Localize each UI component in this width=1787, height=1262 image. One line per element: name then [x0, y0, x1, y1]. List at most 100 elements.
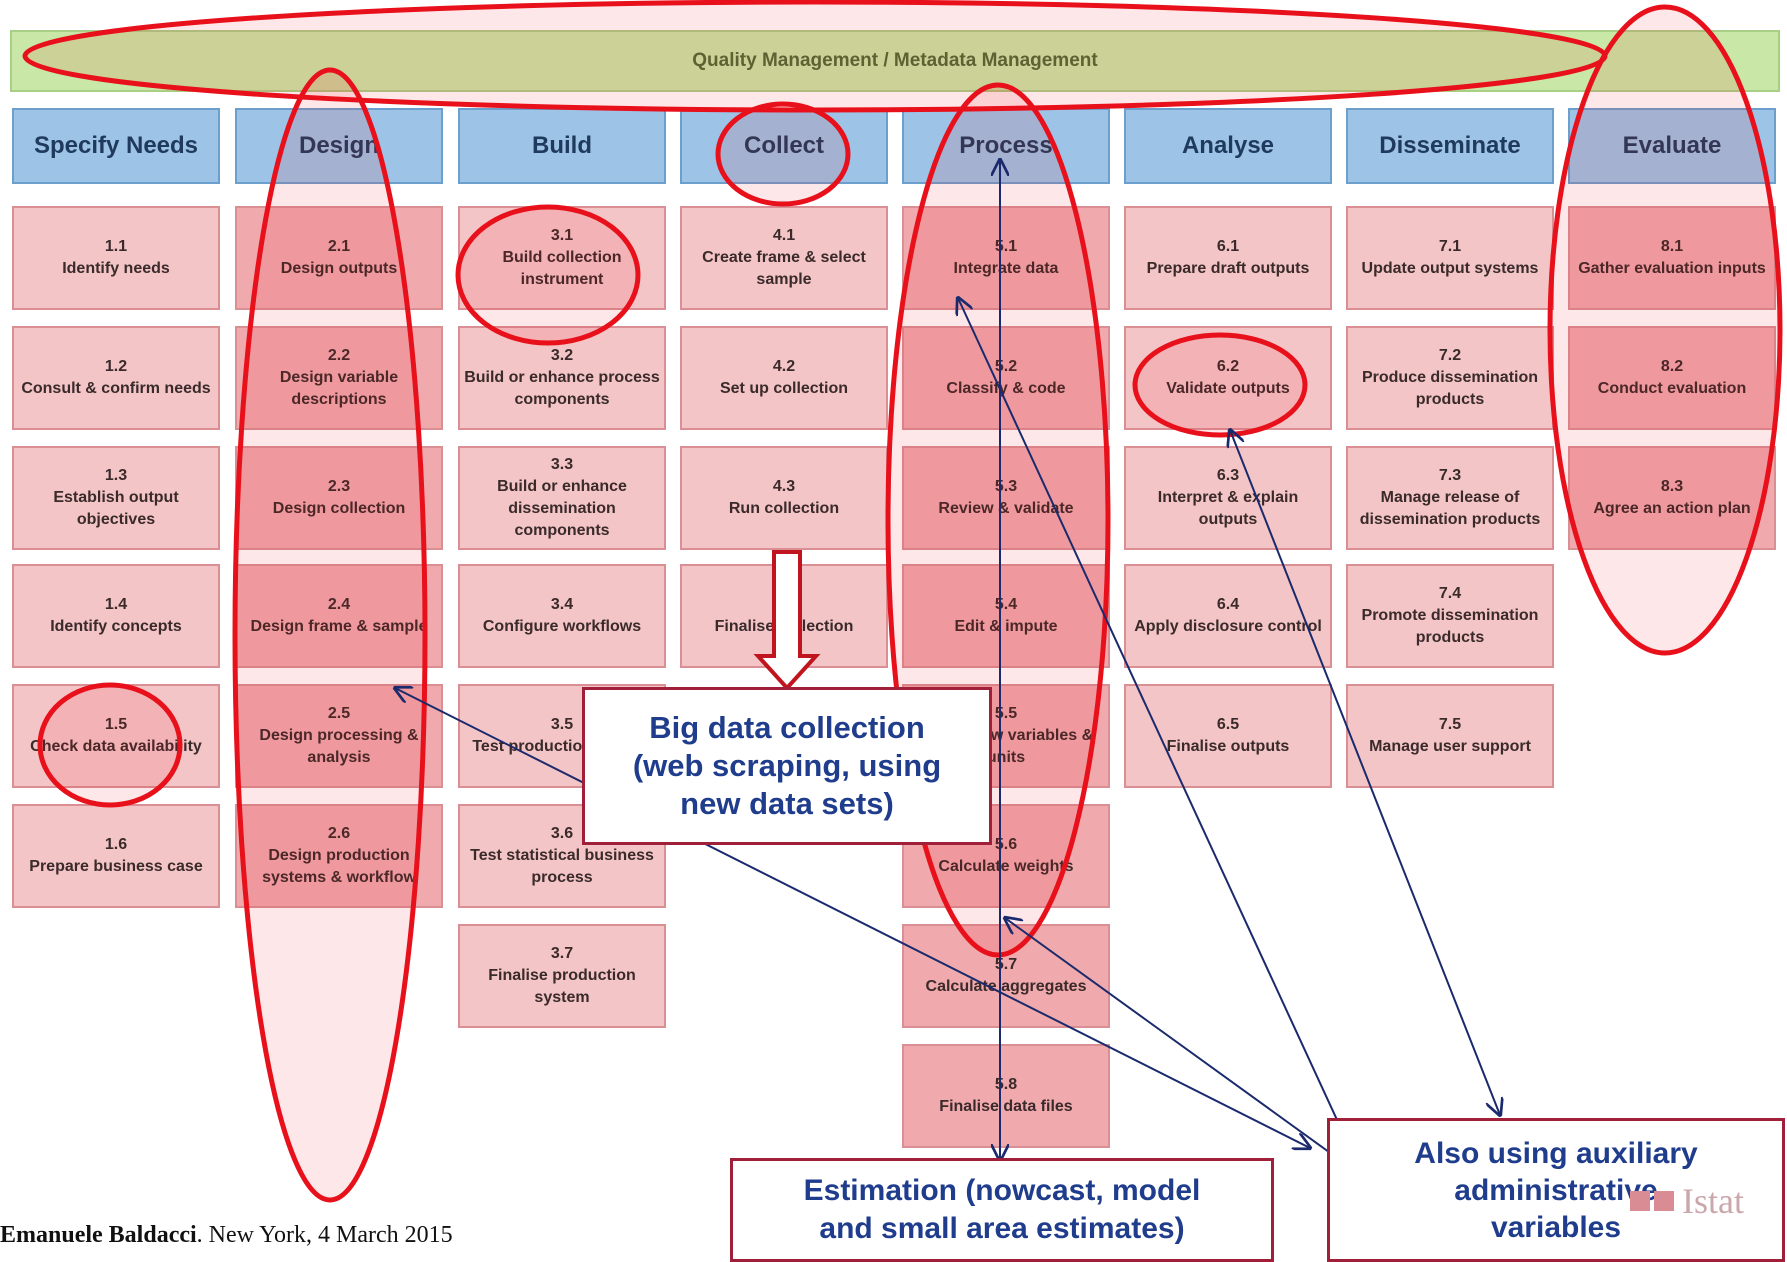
subprocess-label: Design frame & sample — [250, 618, 428, 635]
subprocess-label: Integrate data — [953, 260, 1059, 277]
subprocess-number: 1.4 — [104, 596, 128, 613]
phase-header-5: Analyse — [1124, 108, 1332, 184]
subprocess-number: 2.5 — [327, 705, 351, 722]
subprocess-number: 5.6 — [994, 836, 1018, 853]
subprocess-label: Review & validate — [938, 500, 1074, 517]
subprocess-number: 4.4 — [772, 596, 796, 613]
subprocess-number: 3.4 — [550, 596, 574, 613]
subprocess-number: 3.6 — [550, 825, 574, 842]
big-data-callout-text: Big data collection (web scraping, using… — [632, 710, 942, 821]
subprocess-label: Run collection — [728, 500, 840, 517]
subprocess-number: 1.5 — [104, 716, 128, 733]
subprocess-number: 5.2 — [994, 358, 1018, 375]
subprocess-label: Design production systems & workflow — [262, 847, 416, 886]
subprocess-label: Manage release of dissemination products — [1359, 489, 1541, 528]
subprocess-label: Configure workflows — [482, 618, 642, 635]
subprocess-number: 3.5 — [550, 716, 574, 733]
subprocess-label: Design variable descriptions — [279, 369, 399, 408]
subprocess-number: 2.3 — [327, 478, 351, 495]
subprocess-number: 8.2 — [1660, 358, 1684, 375]
phase-header-4: Process — [902, 108, 1110, 184]
footer-date: . New York, 4 March 2015 — [196, 1222, 453, 1248]
subprocess-label: Build or enhance dissemination component… — [497, 478, 627, 539]
subprocess-number: 7.4 — [1438, 585, 1462, 602]
estimation-callout-text: Estimation (nowcast, model and small are… — [803, 1174, 1201, 1245]
subprocess-number: 6.2 — [1216, 358, 1240, 375]
subprocess-number: 2.4 — [327, 596, 351, 613]
footer-credit: Emanuele Baldacci. New York, 4 March 201… — [0, 1222, 453, 1249]
auxiliary-callout-text: Also using auxiliary administrative vari… — [1414, 1136, 1698, 1244]
subprocess-number: 5.3 — [994, 478, 1018, 495]
subprocess-label: Agree an action plan — [1593, 500, 1751, 517]
subprocess-number: 6.1 — [1216, 238, 1240, 255]
subprocess-number: 3.7 — [550, 945, 574, 962]
subprocess-label: Finalise data files — [939, 1098, 1073, 1115]
subprocess-label: Design collection — [272, 500, 406, 517]
subprocess-label: Calculate weights — [938, 858, 1074, 875]
subprocess-label: Establish output objectives — [53, 489, 179, 528]
phase-header-3: Collect — [680, 108, 888, 184]
subprocess-number: 8.3 — [1660, 478, 1684, 495]
subprocess-label: Manage user support — [1369, 738, 1531, 755]
subprocess-label: Calculate aggregates — [925, 978, 1087, 995]
subprocess-number: 2.6 — [327, 825, 351, 842]
subprocess-number: 5.4 — [994, 596, 1018, 613]
subprocess-number: 1.6 — [104, 836, 128, 853]
subprocess-label: Classify & code — [946, 380, 1066, 397]
subprocess-label: Update output systems — [1361, 260, 1539, 277]
phase-header-1: Design — [235, 108, 443, 184]
subprocess-number: 5.7 — [994, 956, 1018, 973]
subprocess-label: Identify concepts — [50, 618, 182, 635]
phase-header-2: Build — [458, 108, 666, 184]
subprocess-label: Test statistical business process — [470, 847, 654, 886]
subprocess-number: 6.3 — [1216, 467, 1240, 484]
subprocess-number: 2.1 — [327, 238, 351, 255]
phase-header-6: Disseminate — [1346, 108, 1554, 184]
subprocess-label: Set up collection — [719, 380, 848, 397]
subprocess-label: Finalise outputs — [1166, 738, 1290, 755]
subprocess-number: 7.1 — [1438, 238, 1462, 255]
subprocess-label: Build or enhance process components — [464, 369, 660, 408]
subprocess-label: Gather evaluation inputs — [1578, 260, 1766, 277]
subprocess-label: Finalise collection — [714, 618, 854, 635]
subprocess-number: 5.1 — [994, 238, 1018, 255]
subprocess-number: 8.1 — [1660, 238, 1684, 255]
estimation-callout: Estimation (nowcast, model and small are… — [730, 1158, 1274, 1262]
banner-label: Quality Management / Metadata Management — [692, 50, 1098, 71]
subprocess-label: Apply disclosure control — [1134, 618, 1322, 635]
phase-header-7: Evaluate — [1568, 108, 1776, 184]
subprocess-number: 4.1 — [772, 227, 796, 244]
subprocess-label: Check data availability — [30, 738, 202, 755]
subprocess-label: Consult & confirm needs — [21, 380, 211, 397]
big-data-callout: Big data collection (web scraping, using… — [582, 687, 992, 845]
subprocess-label: Conduct evaluation — [1597, 380, 1747, 397]
subprocess-label: Prepare business case — [29, 858, 203, 875]
subprocess-label: Design processing & analysis — [259, 727, 419, 766]
phase-header-0: Specify Needs — [12, 108, 220, 184]
subprocess-label: Validate outputs — [1166, 380, 1290, 397]
subprocess-number: 4.3 — [772, 478, 796, 495]
